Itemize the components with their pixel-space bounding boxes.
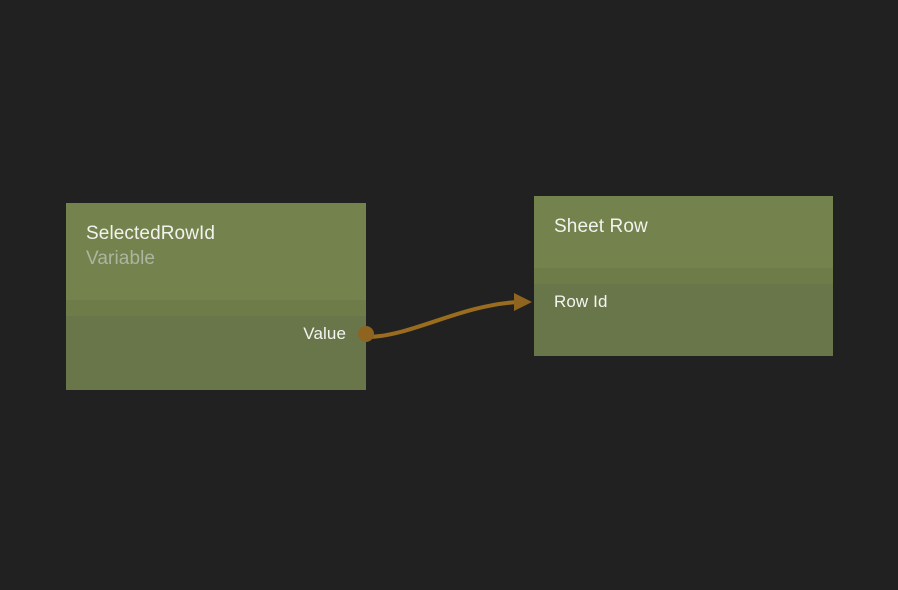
node-body-sheet-row: Row Id (514, 284, 833, 356)
output-port-dot-value[interactable] (358, 326, 374, 342)
node-header-selected-row-id[interactable]: SelectedRowId Variable (66, 203, 366, 300)
output-port-row-value[interactable]: Value (66, 316, 374, 352)
node-subtitle: Variable (86, 248, 156, 269)
node-title: SelectedRowId (86, 223, 216, 244)
node-selected-row-id[interactable]: SelectedRowId Variable Value (66, 203, 374, 390)
output-port-label-value: Value (303, 324, 346, 343)
connection-value-to-row-id[interactable] (365, 300, 520, 339)
input-port-row-row-id[interactable]: Row Id (514, 284, 833, 320)
node-header-sheet-row[interactable]: Sheet Row (534, 196, 833, 268)
input-port-arrow-icon-row-id[interactable] (514, 293, 532, 311)
node-sheet-row[interactable]: Sheet Row Row Id (514, 196, 833, 356)
input-port-label-row-id: Row Id (554, 292, 608, 311)
node-body-selected-row-id: Value (66, 316, 374, 390)
node-title: Sheet Row (554, 216, 648, 237)
